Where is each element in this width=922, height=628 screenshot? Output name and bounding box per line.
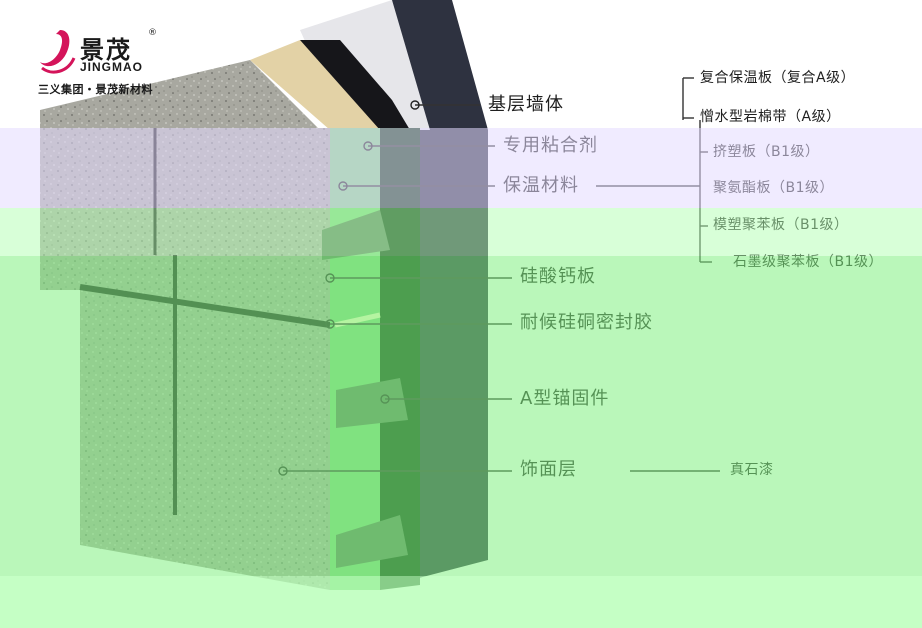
label-finish-material: 真石漆 xyxy=(730,462,774,478)
facade-panels xyxy=(40,128,330,590)
label-insulation: 保温材料 xyxy=(503,175,579,196)
label-sealant: 耐候硅硐密封胶 xyxy=(520,312,653,333)
label-calcium-silicate-board: 硅酸钙板 xyxy=(520,266,596,287)
brand-name: 景茂 xyxy=(80,36,132,64)
brand-name-en: JINGMAO xyxy=(80,60,144,74)
adhesive-layer-shape xyxy=(300,40,410,130)
top-stone-slab xyxy=(40,60,320,130)
brand-group-line: 三义集团・景茂新材料 xyxy=(38,83,153,96)
insulation-type-6: 石墨级聚苯板（B1级） xyxy=(733,254,884,270)
registered-mark: ® xyxy=(148,28,157,38)
insulation-layer-shape xyxy=(250,40,380,130)
calcium-silicate-board-edge xyxy=(330,128,380,590)
label-anchor: A型锚固件 xyxy=(520,388,610,409)
insulation-type-2: 憎水型岩棉带（A级） xyxy=(700,109,841,125)
insulation-type-3: 挤塑板（B1级） xyxy=(713,144,820,160)
label-adhesive: 专用粘合剂 xyxy=(503,135,598,156)
jingmao-logo-icon xyxy=(40,30,76,74)
insulation-type-5: 模塑聚苯板（B1级） xyxy=(713,217,849,233)
brand-logo: 景茂 ® JINGMAO 三义集团・景茂新材料 xyxy=(36,28,176,98)
insulation-type-4: 聚氨酯板（B1级） xyxy=(713,180,835,196)
label-base-wall: 基层墙体 xyxy=(488,94,564,115)
insulation-type-1: 复合保温板（复合A级） xyxy=(700,70,856,86)
label-finish-layer: 饰面层 xyxy=(520,459,577,480)
